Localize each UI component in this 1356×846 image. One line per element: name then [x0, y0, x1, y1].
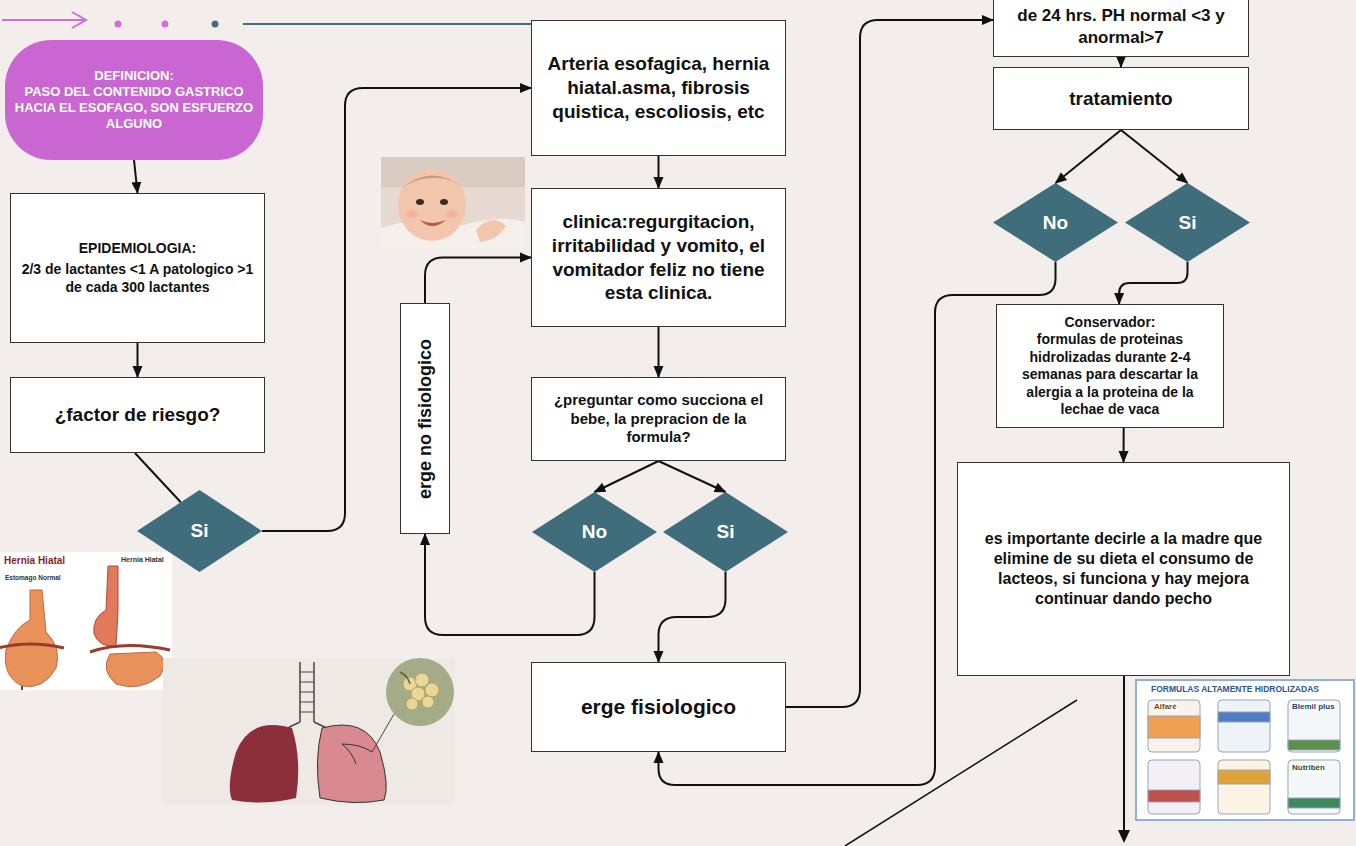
top-decoration — [2, 12, 531, 28]
product-name: Alfaré — [1153, 703, 1178, 712]
connector — [1120, 57, 1122, 67]
connector — [659, 461, 726, 492]
exit-line — [1123, 676, 1125, 832]
node-heading: EPIDEMIOLOGIA: — [19, 240, 256, 258]
decision-diamond: Si — [663, 492, 788, 572]
process-box: Arteria esofagica, hernia hiatal.asma, f… — [531, 20, 786, 156]
process-box: EPIDEMIOLOGIA: 2/3 de lactantes <1 A pato… — [10, 193, 265, 343]
product-name: Blemil plus — [1291, 703, 1336, 712]
node-content: Si — [137, 519, 262, 543]
connector — [658, 156, 660, 188]
vertical-box: erge no fisiologico — [400, 303, 450, 534]
node-content: es importante decirle a la madre que eli… — [958, 523, 1289, 615]
hernia-illustration — [0, 552, 172, 690]
node-content: Si — [1125, 211, 1250, 235]
process-box: ¿factor de riesgo? — [10, 377, 265, 453]
leader-line — [845, 700, 1077, 846]
process-box: ¿preguntar como succiona el bebe, la pre… — [531, 377, 786, 461]
node-content: erge no fisiologico — [414, 338, 437, 498]
node-content: Arteria esofagica, hernia hiatal.asma, f… — [532, 46, 785, 129]
connector — [658, 327, 660, 377]
part-label: Estomago Normal — [4, 574, 62, 581]
node-text: Arteria esofagica, hernia hiatal.asma, f… — [540, 52, 777, 123]
process-box: clinica:regurgitacion, irritabilidad y v… — [531, 188, 786, 327]
node-content: ¿preguntar como succiona el bebe, la pre… — [532, 385, 785, 453]
process-box: de 24 hrs. PH normal <3 y anormal>7 — [993, 0, 1249, 57]
decision-diamond: No — [993, 183, 1118, 262]
node-content: erge fisiologico — [532, 688, 785, 726]
connector — [1119, 262, 1187, 304]
process-box: es importante decirle a la madre que eli… — [957, 462, 1290, 676]
node-text: Si — [663, 520, 788, 544]
process-box: erge fisiologico — [531, 662, 786, 752]
connector — [1123, 428, 1125, 462]
part-label: Hernia Hiatal — [120, 556, 165, 564]
node-text: No — [532, 520, 657, 544]
node-text: No — [993, 211, 1118, 235]
connector — [134, 160, 138, 193]
node-content: tratamiento — [994, 81, 1248, 117]
formula-picture — [1136, 680, 1354, 820]
node-text: tratamiento — [1002, 87, 1240, 111]
node-text: 2/3 de lactantes <1 A patologico >1 de c… — [19, 261, 256, 296]
node-text: ¿preguntar como succiona el bebe, la pre… — [540, 391, 777, 447]
node-text: erge no fisiologico — [414, 338, 437, 498]
node-text: formulas de proteinas hidrolizadas duran… — [1005, 331, 1215, 419]
node-content: clinica:regurgitacion, irritabilidad y v… — [532, 204, 785, 311]
connector — [1056, 130, 1122, 183]
node-text: erge fisiologico — [540, 694, 777, 720]
connector — [1121, 130, 1188, 183]
product-name: Nutribén — [1291, 764, 1326, 773]
connector — [595, 461, 659, 492]
picture-title: FORMULAS ALTAMENTE HIDROLIZADAS — [1150, 685, 1320, 694]
node-content: de 24 hrs. PH normal <3 y anormal>7 — [994, 0, 1248, 54]
node-text: PASO DEL CONTENIDO GASTRICO HACIA EL ESO… — [13, 84, 255, 133]
node-text: es importante decirle a la madre que eli… — [966, 529, 1281, 609]
connector — [137, 343, 139, 377]
node-text: Si — [1125, 211, 1250, 235]
node-content: EPIDEMIOLOGIA: 2/3 de lactantes <1 A pato… — [11, 234, 264, 303]
definition-pill: DEFINICION:PASO DEL CONTENIDO GASTRICO H… — [5, 40, 263, 160]
node-text: Si — [137, 519, 262, 543]
lungs-illustration — [163, 658, 455, 805]
process-box: Conservador:formulas de proteinas hidrol… — [996, 304, 1224, 428]
decision-diamond: No — [532, 492, 657, 572]
node-text: clinica:regurgitacion, irritabilidad y v… — [540, 210, 777, 305]
connector — [135, 453, 181, 502]
node-content: ¿factor de riesgo? — [11, 397, 264, 433]
decision-diamond: Si — [1125, 183, 1250, 262]
node-content: No — [993, 211, 1118, 235]
node-content: Si — [663, 520, 788, 544]
connector — [262, 88, 531, 531]
process-box: tratamiento — [993, 67, 1249, 130]
baby-photo — [381, 157, 525, 249]
hernia-title: Hernia Hiatal — [3, 555, 66, 566]
node-content: Conservador:formulas de proteinas hidrol… — [997, 308, 1223, 425]
node-content: DEFINICION:PASO DEL CONTENIDO GASTRICO H… — [5, 62, 263, 139]
exit-arrowhead — [1118, 830, 1130, 843]
connector — [425, 258, 531, 304]
node-heading: DEFINICION: — [13, 68, 255, 84]
node-content: No — [532, 520, 657, 544]
node-text: ¿factor de riesgo? — [19, 403, 256, 427]
connector — [659, 572, 726, 662]
node-text: de 24 hrs. PH normal <3 y anormal>7 — [1002, 5, 1240, 48]
node-heading: Conservador: — [1005, 314, 1215, 332]
